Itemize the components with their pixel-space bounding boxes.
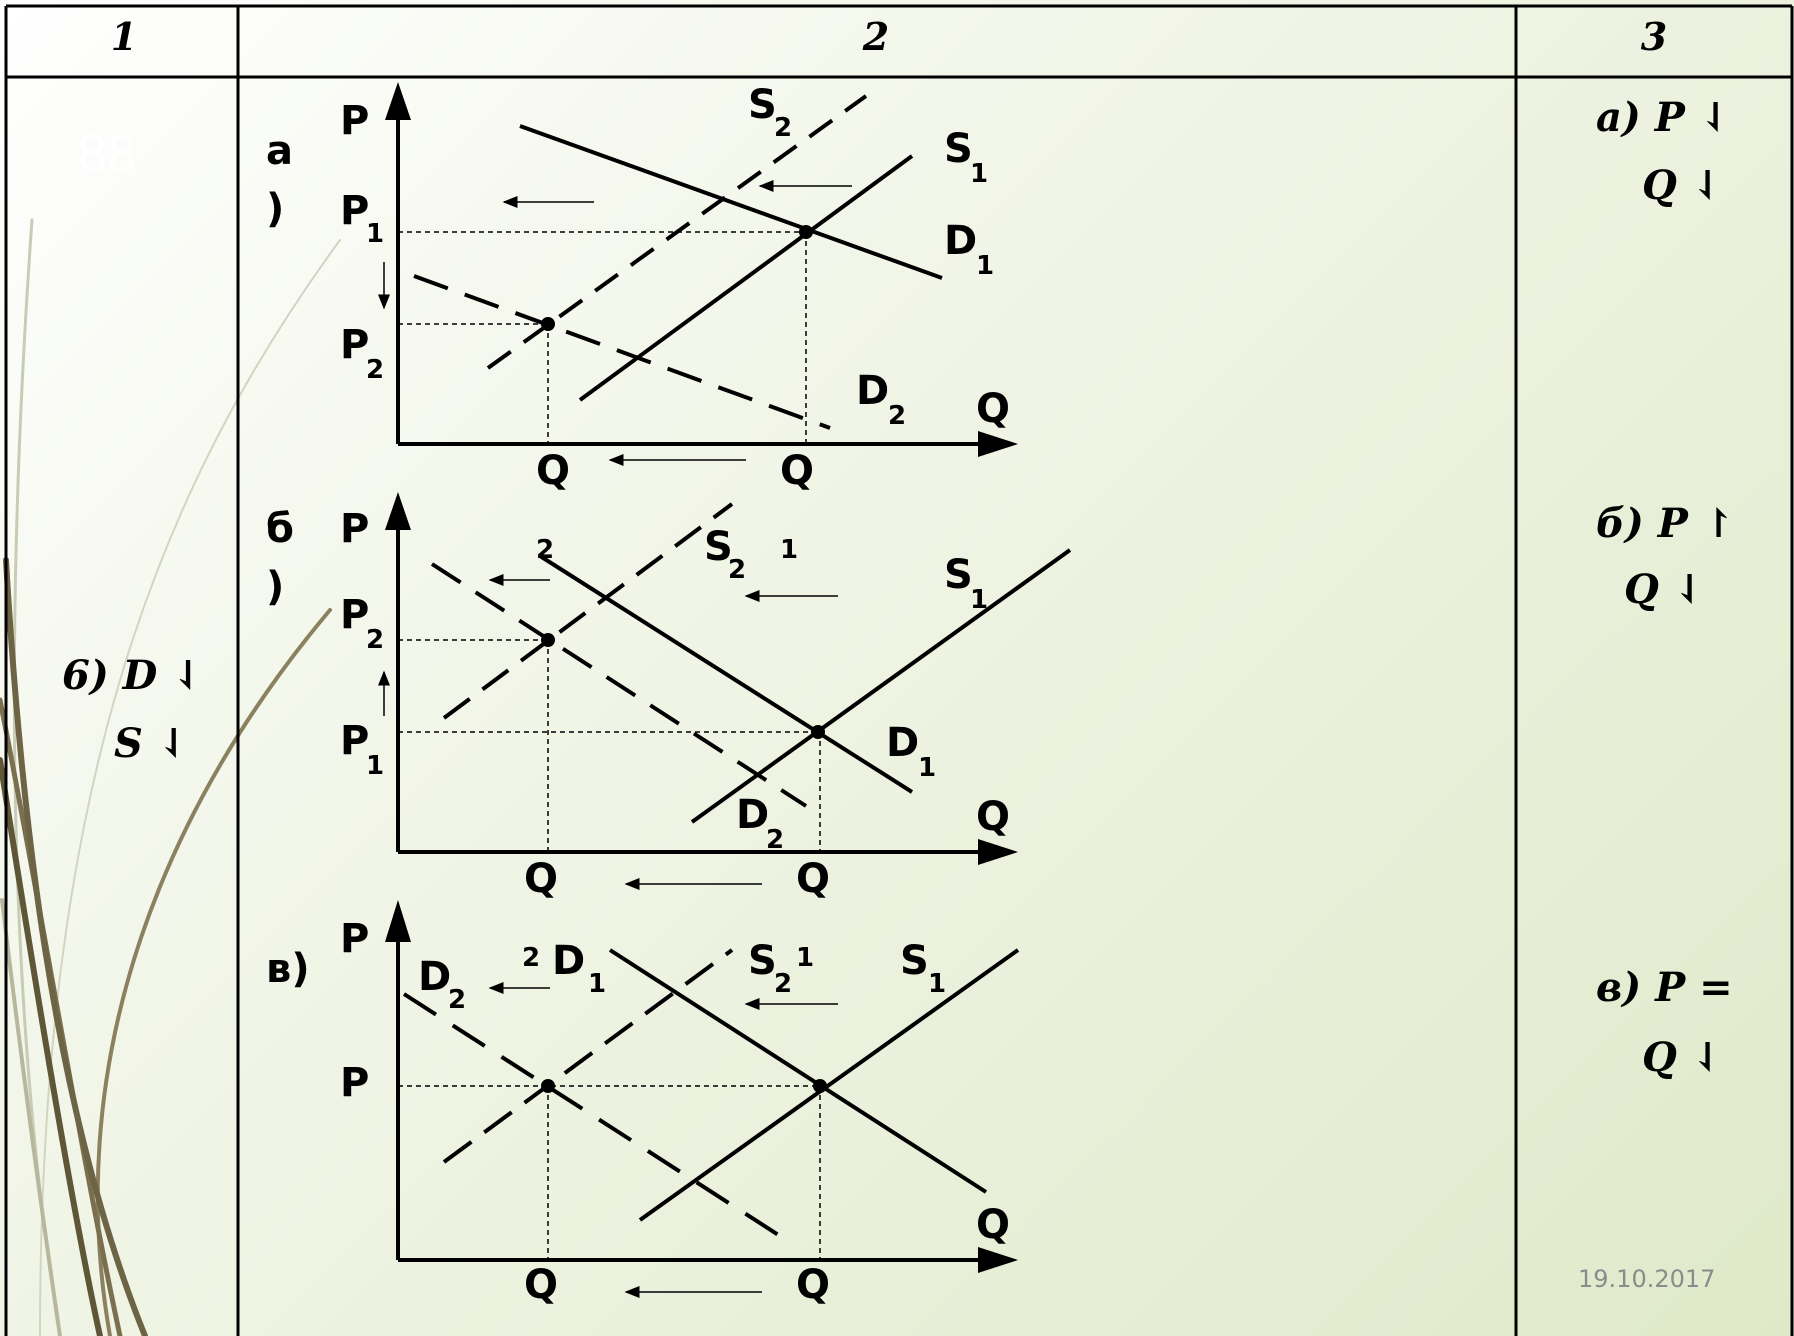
graph-label-c-q_left: Q	[524, 1262, 558, 1308]
graph-label-c-d2: D	[418, 954, 451, 1000]
graph-label-c-q_right: Q	[796, 1262, 830, 1308]
graph-label-c-small_1: 1	[796, 943, 814, 973]
graph-label-c-s1_sub: 1	[928, 969, 946, 999]
graph-label-c-axis_p: P	[340, 916, 369, 962]
graph-label-c-axis_q: Q	[976, 1202, 1010, 1248]
graph-label-c-d1: D	[552, 938, 585, 984]
graph-label-c-s2_sub: 2	[774, 969, 792, 999]
graph-label-c-s1: S	[900, 938, 929, 984]
graph-label-c-d1_sub: 1	[588, 969, 606, 999]
graph-label-c-small_2: 2	[522, 943, 540, 973]
graph-label-c-p: P	[340, 1060, 369, 1106]
graph-label-c-s2: S	[748, 938, 777, 984]
graph-label-c-label: в)	[266, 946, 310, 992]
graph-label-c-d2_sub: 2	[448, 985, 466, 1015]
